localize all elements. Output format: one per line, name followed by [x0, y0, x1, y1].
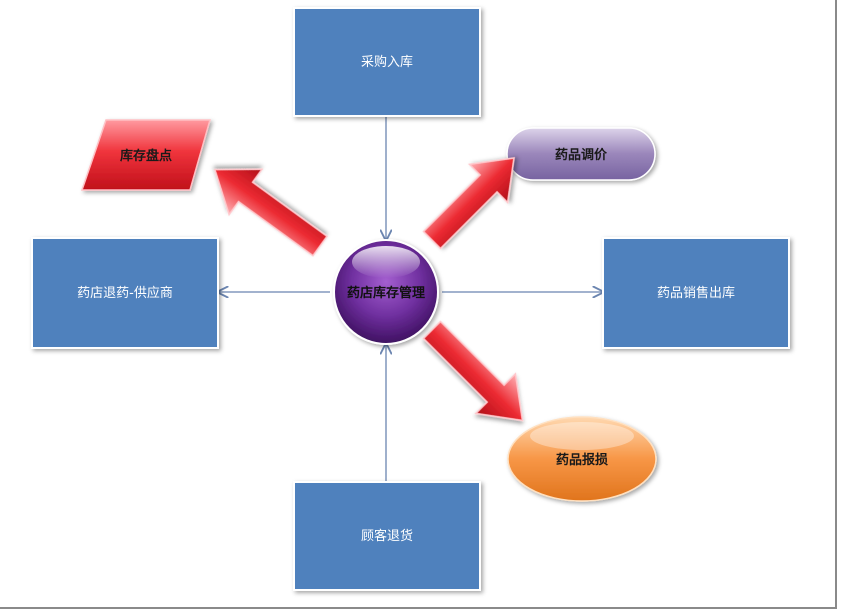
box-left [31, 237, 219, 349]
arrow-to-ellipse [422, 320, 524, 422]
box-top-label: 采购入库 [361, 54, 413, 70]
box-right-label: 药品销售出库 [657, 285, 735, 301]
box-bottom [293, 481, 481, 591]
center-label: 药店库存管理 [347, 285, 425, 301]
center-orb-shine [352, 246, 420, 278]
capsule-label: 药品调价 [555, 147, 608, 163]
capsule-shape [506, 127, 656, 181]
parallelogram-shape [80, 119, 211, 191]
box-top [293, 7, 481, 117]
ellipse-shape [507, 416, 657, 502]
arrow-to-capsule [422, 157, 515, 250]
ellipse-label: 药品报损 [556, 452, 608, 468]
parallelogram-label: 库存盘点 [120, 148, 172, 164]
box-bottom-label: 顾客退货 [361, 528, 413, 544]
box-right [602, 237, 790, 349]
ellipse-shine [530, 422, 634, 450]
arrow-to-parallelogram [213, 168, 329, 257]
box-left-label: 药店退药-供应商 [77, 285, 173, 301]
